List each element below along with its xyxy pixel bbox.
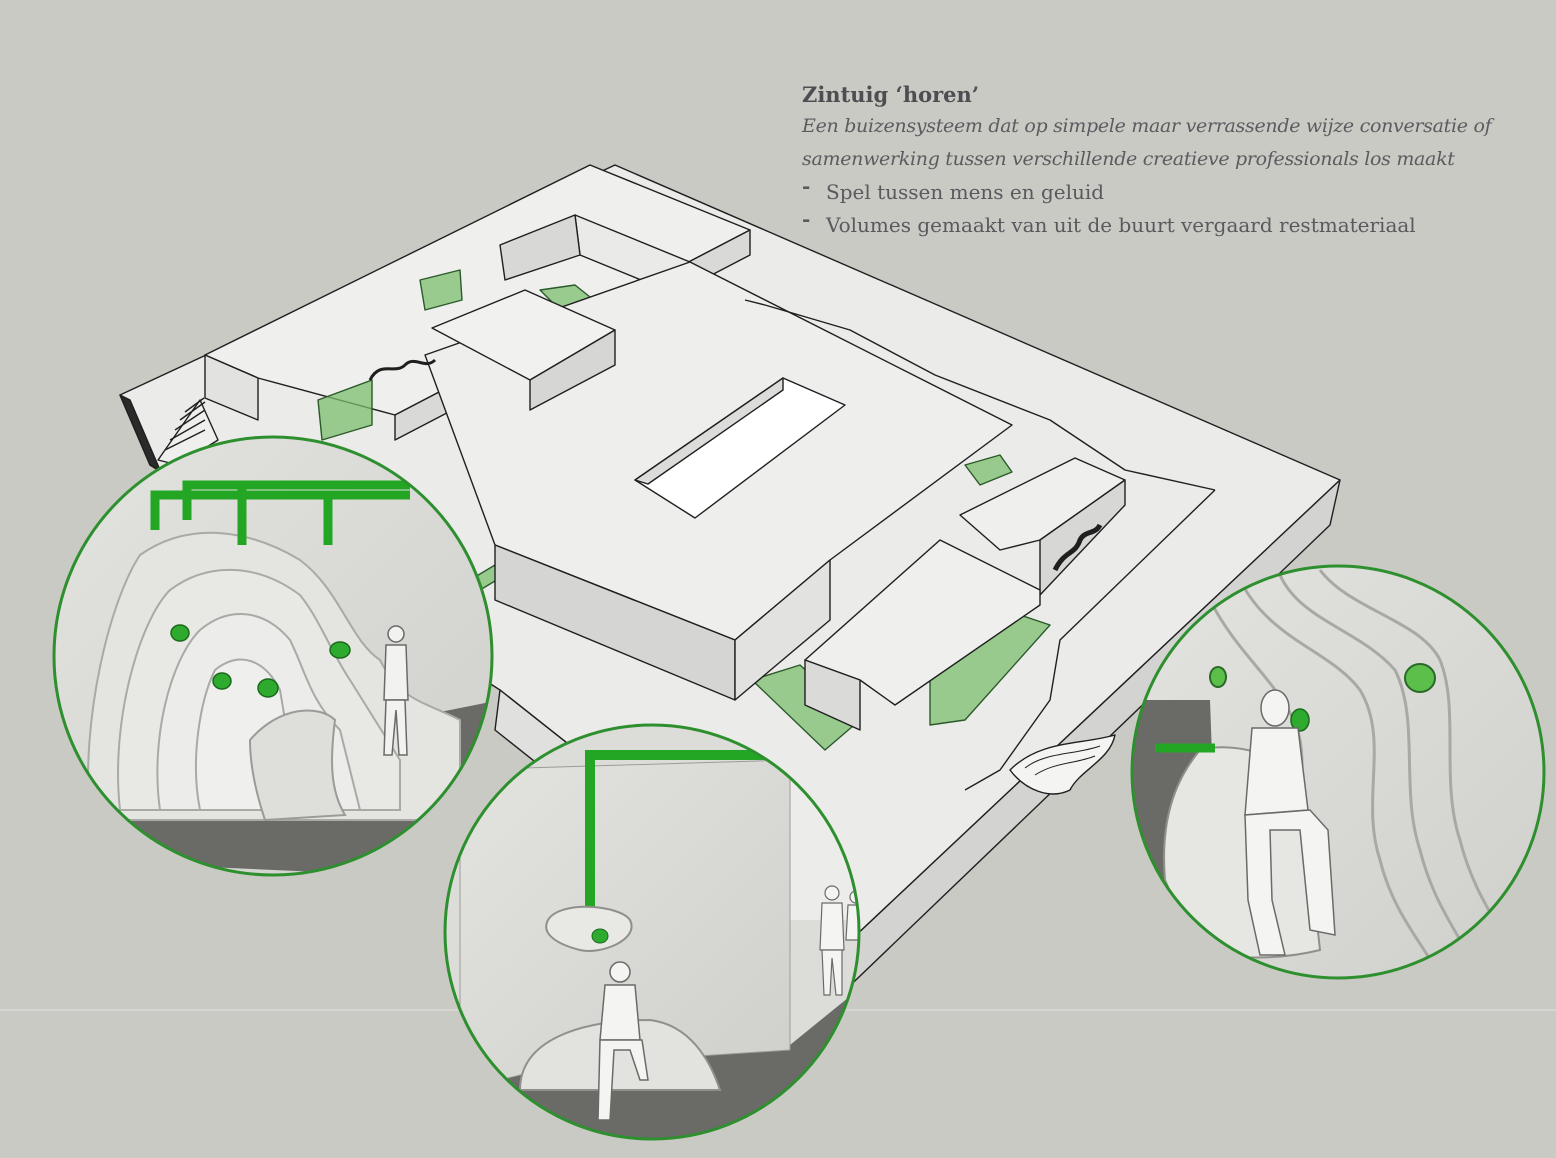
- caption-subtitle-line-1: Een buizensysteem dat op simpele maar ve…: [802, 115, 1492, 137]
- detail-view-right-border: [1130, 564, 1546, 980]
- bullet-dash: -: [802, 207, 811, 231]
- slide-sculpture-back: [368, 358, 437, 381]
- caption-subtitle-line-2: samenwerking tussen verschillende creati…: [802, 148, 1455, 170]
- upper-block-face: [499, 214, 581, 281]
- detail-view-right: [1130, 564, 1546, 980]
- top-left-block-face: [529, 329, 616, 411]
- detail-view-middle-border: [443, 723, 861, 1141]
- caption-bullet-list: - Spel tussen mens en geluid - Volumes g…: [802, 174, 1542, 242]
- caption-block: Zintuig ‘horen’ Een buizensysteem dat op…: [802, 80, 1542, 242]
- back-wing-left-face: [204, 354, 259, 421]
- caption-bullet: - Spel tussen mens en geluid: [802, 174, 1542, 209]
- slide-sculpture-right: [1052, 523, 1103, 572]
- caption-title: Zintuig ‘horen’: [802, 82, 980, 107]
- inner-ring-wall-lower: [964, 489, 1216, 791]
- bullet-dash: -: [802, 174, 811, 198]
- detail-view-left: [52, 435, 494, 877]
- detail-view-left-border: [52, 435, 494, 877]
- inner-ring-wall: [744, 299, 1216, 491]
- courtyard-inner-wall: [634, 377, 784, 485]
- main-block-front-right: [734, 559, 831, 701]
- caption-bullet-text: Spel tussen mens en geluid: [826, 180, 1105, 204]
- caption-bullet: - Volumes gemaakt van uit de buurt verga…: [802, 207, 1542, 242]
- lower-block-face: [804, 659, 861, 731]
- caption-bullet-text: Volumes gemaakt van uit de buurt vergaar…: [826, 213, 1416, 237]
- detail-view-middle: [443, 723, 861, 1141]
